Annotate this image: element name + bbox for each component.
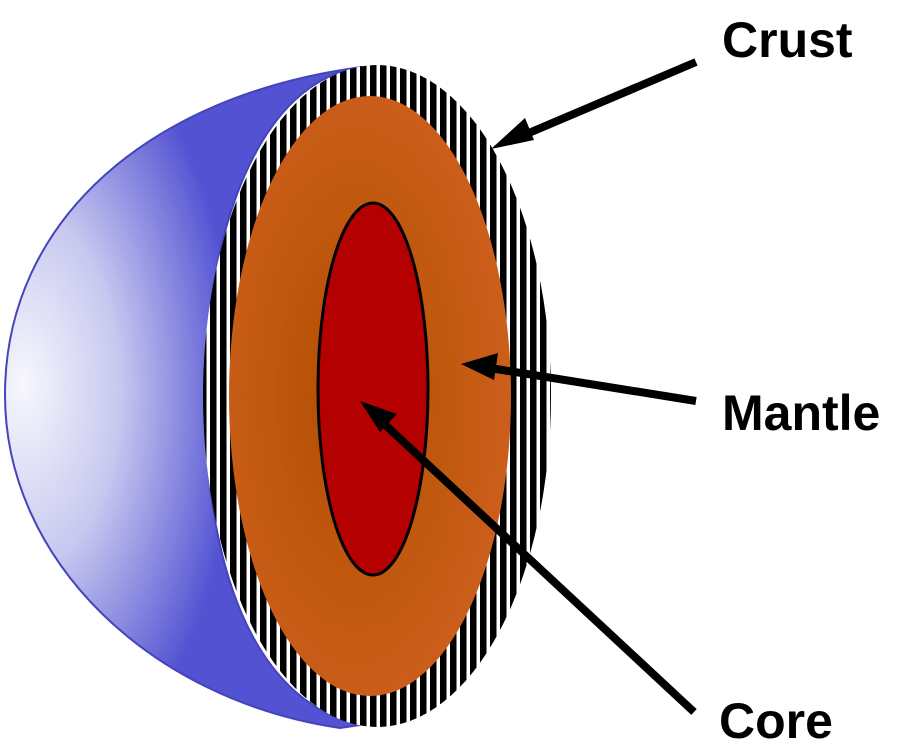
core-label: Core <box>719 693 833 749</box>
core-layer <box>316 201 430 577</box>
mantle-arrow <box>461 353 697 405</box>
mantle-label: Mantle <box>722 385 880 441</box>
crust-label: Crust <box>722 12 853 68</box>
core-arrow <box>360 401 697 715</box>
crust-arrow <box>491 58 698 149</box>
